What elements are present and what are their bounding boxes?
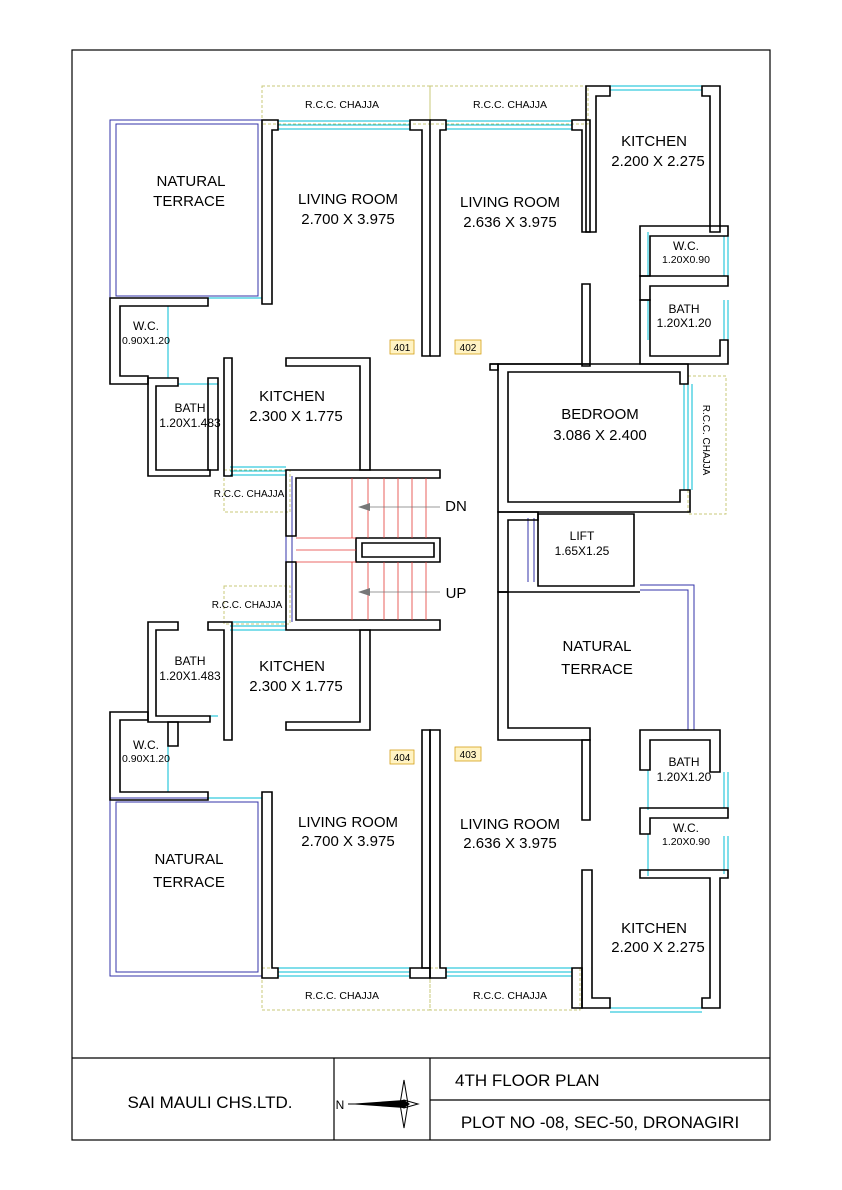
- room-wc-bl-size: 0.90X1.20: [122, 753, 170, 765]
- room-wc-tr-size: 1.20X0.90: [662, 254, 710, 266]
- room-wc-tr-name: W.C.: [673, 239, 699, 253]
- room-kitchen-bl-name: KITCHEN: [259, 658, 325, 675]
- room-bath-tl-size: 1.20X1.483: [159, 416, 221, 430]
- room-kitchen-tr-name: KITCHEN: [621, 133, 687, 150]
- chajja-label-bottom-right: R.C.C. CHAJJA: [473, 990, 547, 1002]
- chajja-label-top-left: R.C.C. CHAJJA: [305, 99, 379, 111]
- plan-title: 4TH FLOOR PLAN: [455, 1071, 600, 1090]
- stair-up-label: UP: [446, 585, 467, 602]
- north-arrow-icon: [348, 1079, 420, 1129]
- unit-403-tag: 403: [460, 750, 477, 761]
- room-bath-tl-name: BATH: [174, 401, 205, 415]
- plot-address: PLOT NO -08, SEC-50, DRONAGIRI: [461, 1113, 739, 1132]
- chajja-label-top-right: R.C.C. CHAJJA: [473, 99, 547, 111]
- chajja-label-mid-lower: R.C.C. CHAJJA: [212, 600, 283, 611]
- room-lift-name: LIFT: [570, 529, 595, 543]
- unit-401-tag: 401: [394, 343, 411, 354]
- society-name: SAI MAULI CHS.LTD.: [128, 1093, 293, 1112]
- chajja-label-bedroom: R.C.C. CHAJJA: [700, 405, 711, 476]
- room-natural-terrace-bl-line1: NATURAL: [155, 851, 224, 868]
- room-kitchen-br-name: KITCHEN: [621, 920, 687, 937]
- room-wc-tl-size: 0.90X1.20: [122, 335, 170, 347]
- room-natural-terrace-r-line1: NATURAL: [563, 638, 632, 655]
- room-bath-bl-name: BATH: [174, 654, 205, 668]
- room-wc-br-name: W.C.: [673, 821, 699, 835]
- room-bath-br-size: 1.20X1.20: [657, 770, 712, 784]
- room-kitchen-tl-name: KITCHEN: [259, 388, 325, 405]
- room-kitchen-tr-size: 2.200 X 2.275: [611, 153, 704, 170]
- room-kitchen-br-size: 2.200 X 2.275: [611, 939, 704, 956]
- room-bath-tr-size: 1.20X1.20: [657, 316, 712, 330]
- unit-tags: [389, 339, 482, 765]
- walls: [109, 85, 729, 1009]
- room-bath-tr-name: BATH: [668, 302, 699, 316]
- room-natural-terrace-tl-line2: TERRACE: [153, 193, 225, 210]
- room-bedroom-size: 3.086 X 2.400: [553, 427, 646, 444]
- room-living-404-name: LIVING ROOM: [298, 814, 398, 831]
- room-natural-terrace-bl-line2: TERRACE: [153, 874, 225, 891]
- north-label: N: [336, 1098, 345, 1112]
- unit-404-tag: 404: [394, 753, 411, 764]
- room-living-401-name: LIVING ROOM: [298, 191, 398, 208]
- room-living-401-size: 2.700 X 3.975: [301, 211, 394, 228]
- windows: [167, 85, 729, 1013]
- room-living-402-name: LIVING ROOM: [460, 194, 560, 211]
- chajja-label-mid-upper: R.C.C. CHAJJA: [214, 489, 285, 500]
- unit-402-tag: 402: [460, 343, 477, 354]
- room-kitchen-tl-size: 2.300 X 1.775: [249, 408, 342, 425]
- room-bedroom-name: BEDROOM: [561, 406, 639, 423]
- room-wc-bl-name: W.C.: [133, 738, 159, 752]
- staircase: [296, 478, 427, 620]
- room-living-404-size: 2.700 X 3.975: [301, 833, 394, 850]
- room-lift-size: 1.65X1.25: [555, 544, 610, 558]
- room-living-403-name: LIVING ROOM: [460, 816, 560, 833]
- room-wc-br-size: 1.20X0.90: [662, 836, 710, 848]
- room-kitchen-bl-size: 2.300 X 1.775: [249, 678, 342, 695]
- stair-arrows: [358, 503, 440, 596]
- stair-down-label: DN: [445, 498, 467, 515]
- room-natural-terrace-tl-line1: NATURAL: [157, 173, 226, 190]
- room-living-403-size: 2.636 X 3.975: [463, 835, 556, 852]
- sheet-border: [71, 49, 771, 1141]
- room-bath-br-name: BATH: [668, 755, 699, 769]
- room-living-402-size: 2.636 X 3.975: [463, 214, 556, 231]
- title-block: [72, 1057, 770, 1140]
- room-wc-tl-name: W.C.: [133, 319, 159, 333]
- room-bath-bl-size: 1.20X1.483: [159, 669, 221, 683]
- room-natural-terrace-r-line2: TERRACE: [561, 661, 633, 678]
- chajja-label-bottom-left: R.C.C. CHAJJA: [305, 990, 379, 1002]
